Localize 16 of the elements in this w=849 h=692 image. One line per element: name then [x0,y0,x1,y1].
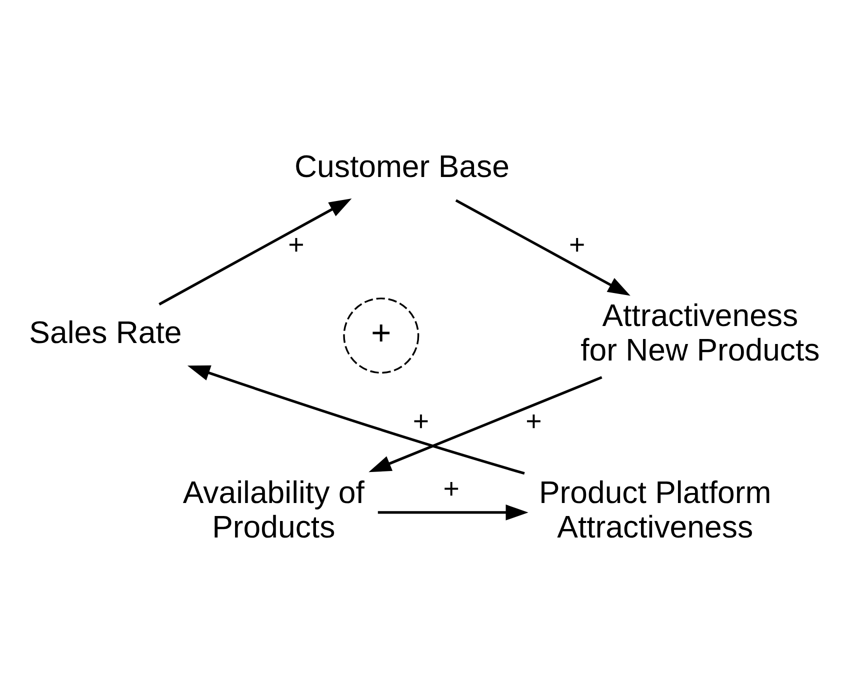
arrow [378,504,528,520]
node-text: Customer Base [294,148,510,184]
arrow [158,198,352,306]
arrow [187,365,525,475]
node-text: Attractiveness for New Products [580,298,820,368]
edge-label: + [568,228,586,260]
edge-label: + [412,406,430,437]
edge-label: + [288,228,304,260]
edge-label: + [443,473,460,504]
label: + [371,314,392,352]
node-text: Sales Rate [29,315,182,350]
node-text: Availability of Products [182,474,364,544]
edge-label: + [526,406,542,437]
arrow [368,376,602,472]
arrow [455,199,630,296]
node-text: Product Platform Attractiveness [538,474,772,544]
